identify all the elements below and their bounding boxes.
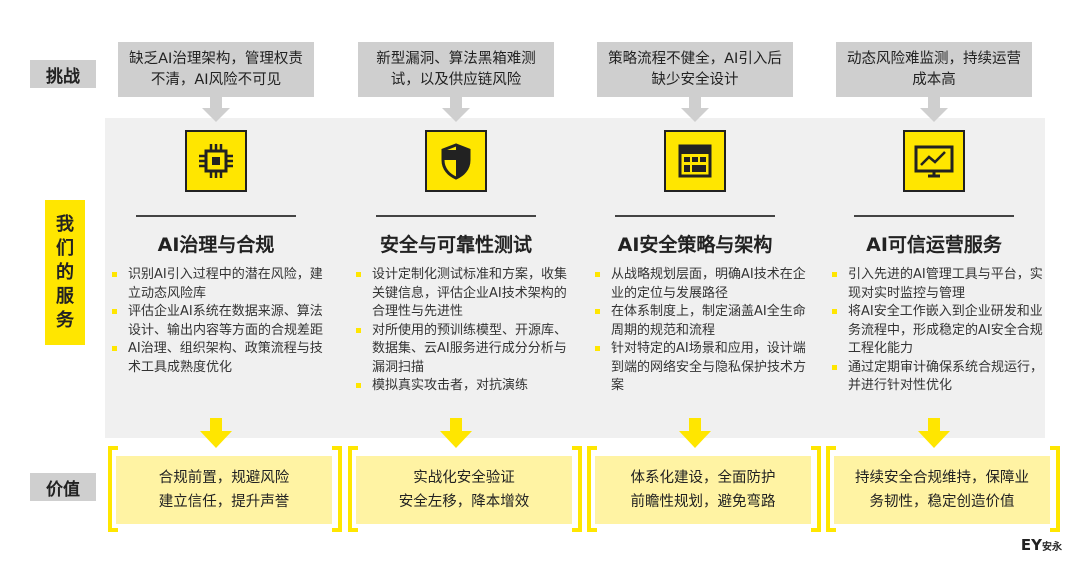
layout-icon [664, 130, 726, 192]
bullet-item: AI治理、组织架构、政策流程与技术工具成熟度优化 [110, 340, 325, 377]
bracket-left [826, 446, 836, 532]
divider [376, 215, 536, 217]
bullet-item: 识别AI引入过程中的潜在风险，建立动态风险库 [110, 266, 325, 303]
challenge-box: 动态风险难监测，持续运营成本高 [836, 42, 1032, 97]
value-box: 实战化安全验证 安全左移，降本增效 [356, 456, 572, 524]
arrow-down-icon [442, 108, 470, 122]
service-column: 动态风险难监测，持续运营成本高 AI可信运营服务 引入先进的AI管理工具与平台，… [826, 0, 1076, 568]
service-column: 新型漏洞、算法黑箱难测试，以及供应链风险 安全与可靠性测试 设计定制化测试标准和… [348, 0, 598, 568]
bullet-item: 对所使用的预训练模型、开源库、数据集、云AI服务进行成分分析与漏洞扫描 [354, 322, 569, 378]
bullet-item: 在体系制度上，制定涵盖AI全生命周期的规范和流程 [593, 303, 808, 340]
arrow-down-icon [928, 97, 940, 109]
bracket-left [108, 446, 118, 532]
divider [136, 215, 296, 217]
arrow-down-icon [202, 108, 230, 122]
challenge-box: 策略流程不健全，AI引入后缺少安全设计 [597, 42, 793, 97]
bracket-right [572, 446, 582, 532]
services-label: 我们的服务 [45, 200, 85, 345]
arrow-down-icon [920, 108, 948, 122]
service-bullets: 设计定制化测试标准和方案，收集关键信息，评估企业AI技术架构的合理性与先进性对所… [354, 266, 569, 396]
ey-logo: EY安永 [1020, 536, 1062, 554]
arrow-down-icon [450, 418, 462, 432]
bracket-right [1050, 446, 1060, 532]
divider [615, 215, 775, 217]
challenge-box: 新型漏洞、算法黑箱难测试，以及供应链风险 [358, 42, 554, 97]
bracket-left [587, 446, 597, 532]
bullet-item: 通过定期审计确保系统合规运行，并进行针对性优化 [830, 359, 1045, 396]
bracket-right [332, 446, 342, 532]
bullet-item: 将AI安全工作嵌入到企业研发和业务流程中，形成稳定的AI安全合规工程化能力 [830, 303, 1045, 359]
arrow-down-icon [689, 97, 701, 109]
service-title: AI安全策略与架构 [617, 234, 773, 256]
bullet-item: 设计定制化测试标准和方案，收集关键信息，评估企业AI技术架构的合理性与先进性 [354, 266, 569, 322]
monitor-chart-icon [903, 130, 965, 192]
value-box: 体系化建设，全面防护 前瞻性规划，避免弯路 [595, 456, 811, 524]
arrow-down-icon [200, 431, 232, 448]
service-bullets: 从战略规划层面，明确AI技术在企业的定位与发展路径在体系制度上，制定涵盖AI全生… [593, 266, 808, 396]
divider [854, 215, 1014, 217]
challenge-box: 缺乏AI治理架构，管理权责不清，AI风险不可见 [118, 42, 314, 97]
services-band [105, 118, 1045, 438]
bullet-item: 评估企业AI系统在数据来源、算法设计、输出内容等方面的合规差距 [110, 303, 325, 340]
arrow-down-icon [210, 97, 222, 109]
arrow-down-icon [679, 431, 711, 448]
service-title: AI可信运营服务 [866, 234, 1002, 256]
service-title: AI治理与合规 [157, 234, 275, 256]
value-box: 持续安全合规维持，保障业务韧性，稳定创造价值 [834, 456, 1050, 524]
service-column: 缺乏AI治理架构，管理权责不清，AI风险不可见 AI治理与合规 识别AI引入过程… [108, 0, 358, 568]
challenge-label: 挑战 [30, 60, 96, 88]
arrow-down-icon [681, 108, 709, 122]
chip-icon [185, 130, 247, 192]
arrow-down-icon [928, 418, 940, 432]
arrow-down-icon [918, 431, 950, 448]
arrow-down-icon [210, 418, 222, 432]
service-title: 安全与可靠性测试 [379, 234, 532, 256]
bracket-right [811, 446, 821, 532]
bullet-item: 模拟真实攻击者，对抗演练 [354, 377, 569, 396]
shield-icon [425, 130, 487, 192]
arrow-down-icon [689, 418, 701, 432]
bullet-item: 针对特定的AI场景和应用，设计端到端的网络安全与隐私保护技术方案 [593, 340, 808, 396]
service-bullets: 引入先进的AI管理工具与平台，实现对实时监控与管理将AI安全工作嵌入到企业研发和… [830, 266, 1045, 396]
service-bullets: 识别AI引入过程中的潜在风险，建立动态风险库评估企业AI系统在数据来源、算法设计… [110, 266, 325, 377]
value-label: 价值 [30, 473, 96, 501]
bullet-item: 从战略规划层面，明确AI技术在企业的定位与发展路径 [593, 266, 808, 303]
service-column: 策略流程不健全，AI引入后缺少安全设计 AI安全策略与架构 从战略规划层面，明确… [587, 0, 837, 568]
value-box: 合规前置，规避风险 建立信任，提升声誉 [116, 456, 332, 524]
bullet-item: 引入先进的AI管理工具与平台，实现对实时监控与管理 [830, 266, 1045, 303]
arrow-down-icon [440, 431, 472, 448]
arrow-down-icon [450, 97, 462, 109]
bracket-left [348, 446, 358, 532]
